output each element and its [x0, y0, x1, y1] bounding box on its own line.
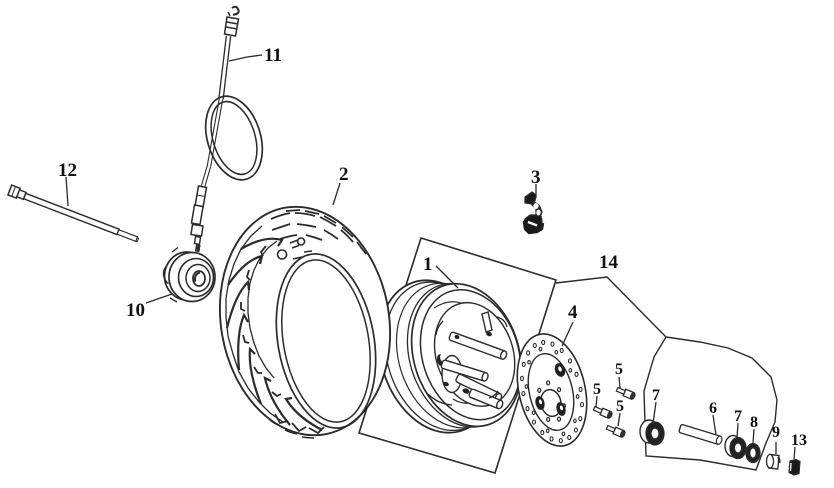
svg-text:6: 6 [709, 400, 717, 417]
svg-text:10: 10 [126, 300, 145, 321]
svg-text:11: 11 [264, 45, 282, 66]
svg-text:8: 8 [750, 414, 758, 431]
svg-text:5: 5 [615, 361, 623, 378]
svg-text:9: 9 [772, 424, 780, 441]
svg-text:5: 5 [616, 398, 624, 415]
svg-text:13: 13 [791, 432, 807, 449]
svg-text:1: 1 [423, 254, 433, 275]
svg-text:2: 2 [339, 164, 349, 185]
svg-text:7: 7 [734, 408, 742, 425]
svg-text:3: 3 [531, 167, 541, 188]
svg-text:12: 12 [58, 160, 77, 181]
svg-text:14: 14 [599, 252, 619, 273]
svg-text:5: 5 [593, 381, 601, 398]
svg-text:7: 7 [652, 387, 660, 404]
svg-text:4: 4 [568, 302, 578, 323]
